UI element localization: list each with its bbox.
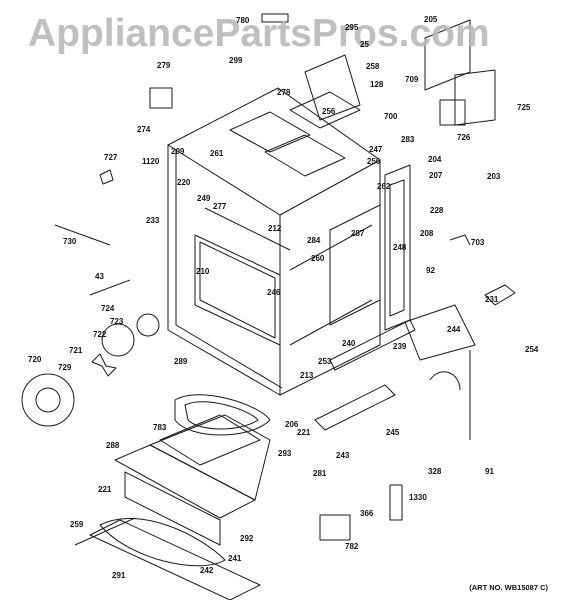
callout-45: 723	[110, 317, 124, 326]
callout-48: 239	[393, 342, 407, 351]
callout-65: 328	[428, 467, 442, 476]
callout-3: 25	[360, 40, 369, 49]
callout-24: 220	[177, 178, 191, 187]
callout-15: 727	[104, 153, 118, 162]
callout-13: 256	[322, 107, 336, 116]
callout-29: 228	[430, 206, 444, 215]
callout-31: 212	[268, 224, 282, 233]
callout-7: 709	[405, 75, 419, 84]
callout-42: 92	[426, 266, 435, 275]
callout-25: 207	[429, 171, 443, 180]
callout-68: 221	[98, 485, 112, 494]
callout-49: 240	[342, 339, 356, 348]
callout-72: 782	[345, 542, 359, 551]
callout-2: 295	[345, 23, 359, 32]
callout-54: 721	[69, 346, 83, 355]
callout-35: 287	[351, 229, 365, 238]
callout-75: 291	[112, 571, 126, 580]
callout-53: 720	[28, 355, 42, 364]
cabinet-frame	[167, 87, 381, 396]
callout-18: 209	[171, 147, 185, 156]
callout-36: 248	[393, 243, 407, 252]
callout-56: 213	[300, 371, 314, 380]
convection-parts	[21, 313, 160, 427]
callout-44: 724	[101, 304, 115, 313]
callout-74: 242	[200, 566, 214, 575]
callout-55: 729	[58, 363, 72, 372]
callout-1: 205	[424, 15, 438, 24]
callout-57: 245	[386, 428, 400, 437]
callout-73: 241	[228, 554, 242, 563]
callout-61: 288	[106, 441, 120, 450]
callout-37: 208	[420, 229, 434, 238]
callout-71: 259	[70, 520, 84, 529]
callout-58: 206	[285, 420, 299, 429]
callout-8: 278	[277, 88, 291, 97]
callout-33: 730	[63, 237, 77, 246]
callout-21: 204	[428, 155, 442, 164]
callout-12: 274	[137, 125, 151, 134]
callout-34: 260	[311, 254, 325, 263]
callout-27: 249	[197, 194, 211, 203]
callout-20: 247	[369, 145, 383, 154]
callout-67: 1330	[409, 493, 427, 502]
callout-62: 293	[278, 449, 292, 458]
callout-23: 203	[487, 172, 501, 181]
callout-26: 262	[377, 182, 391, 191]
callout-43: 231	[485, 295, 499, 304]
callout-50: 254	[525, 345, 539, 354]
callout-6: 258	[366, 62, 380, 71]
callout-63: 243	[336, 451, 350, 460]
callout-22: 250	[367, 157, 381, 166]
callout-69: 366	[360, 509, 374, 518]
art-number: (ART NO. WB15087 C)	[469, 583, 548, 592]
callout-40: 210	[196, 267, 210, 276]
callout-19: 261	[210, 149, 224, 158]
callout-17: 1120	[142, 157, 160, 166]
drawer-assembly	[89, 394, 271, 601]
cooktop-panels	[229, 54, 361, 177]
callout-0: 780	[236, 16, 250, 25]
callout-39: 43	[95, 272, 104, 281]
callout-11: 700	[384, 112, 398, 121]
callout-60: 221	[297, 428, 311, 437]
callout-70: 292	[240, 534, 254, 543]
callout-38: 703	[471, 238, 485, 247]
callout-14: 726	[457, 133, 471, 142]
callout-10: 725	[517, 103, 531, 112]
callout-47: 722	[93, 330, 107, 339]
callout-30: 233	[146, 216, 160, 225]
callout-4: 279	[157, 61, 171, 70]
callout-9: 128	[370, 80, 384, 89]
callout-28: 277	[213, 202, 227, 211]
callout-16: 283	[401, 135, 415, 144]
callout-32: 284	[307, 236, 321, 245]
callout-51: 253	[318, 357, 332, 366]
watermark: AppliancePartsPros.com	[28, 12, 490, 55]
callout-46: 244	[447, 325, 461, 334]
callout-66: 91	[485, 467, 494, 476]
callout-41: 246	[267, 288, 281, 297]
callout-52: 289	[174, 357, 188, 366]
callout-5: 299	[229, 56, 243, 65]
callout-64: 281	[313, 469, 327, 478]
small-parts	[54, 13, 516, 546]
callout-59: 783	[153, 423, 167, 432]
